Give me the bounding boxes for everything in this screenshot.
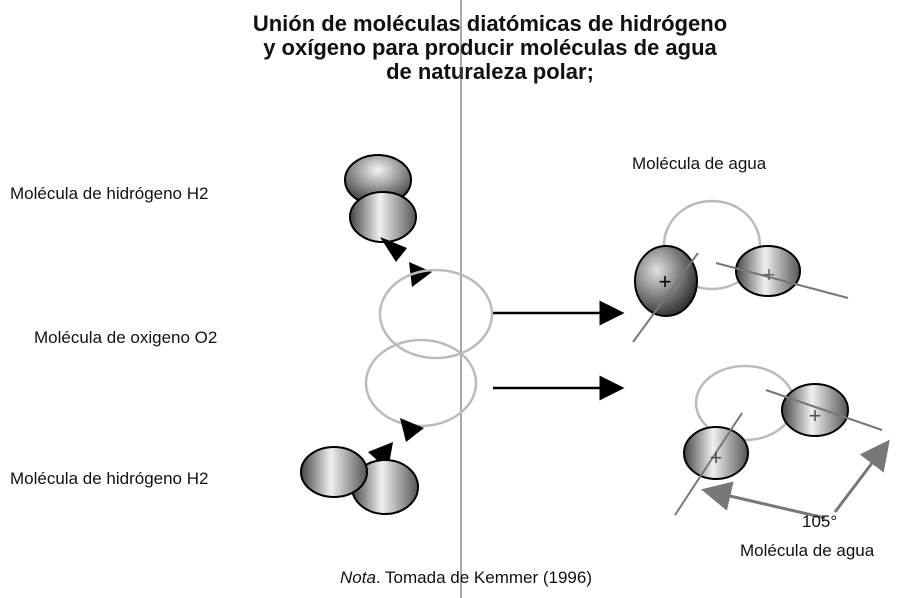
dipole-axis-line	[765, 389, 883, 431]
title-line-1: Unión de moléculas diatómicas de hidróge…	[252, 11, 728, 36]
bond-triangle	[380, 237, 407, 262]
positive-charge-icon: +	[763, 262, 776, 287]
label-h2-top: Molécula de hidrógeno H2	[10, 184, 209, 203]
bond-triangle	[409, 262, 432, 287]
hydrogen-atom	[735, 245, 801, 297]
angle-arrow-left	[701, 481, 826, 520]
dipole-axis-line	[715, 262, 849, 299]
positive-charge-icon: +	[710, 445, 723, 470]
dipole-axis-line	[674, 412, 743, 516]
label-water-bottom: Molécula de agua	[740, 541, 875, 560]
positive-charge-icon: +	[809, 403, 822, 428]
oxygen-atom	[378, 268, 494, 360]
positive-charge-icon: +	[659, 269, 672, 294]
label-h2-bottom: Molécula de hidrógeno H2	[10, 469, 209, 488]
figure-note: Nota. Tomada de Kemmer (1996)	[340, 568, 592, 588]
note-text: . Tomada de Kemmer (1996)	[375, 568, 592, 587]
hydrogen-atom	[781, 383, 849, 437]
h2-molecule-top	[344, 154, 417, 243]
bond-triangle	[400, 418, 424, 442]
title-line-2: y oxígeno para producir moléculas de agu…	[263, 35, 717, 60]
hydrogen-atom	[634, 245, 698, 317]
oxygen-atom	[662, 199, 762, 291]
angle-label: 105°	[802, 512, 838, 531]
o2-molecule	[364, 268, 494, 428]
note-italic: Nota	[340, 568, 376, 587]
figure-title: Unión de moléculas diatómicas de hidróge…	[170, 12, 810, 84]
hydrogen-atom	[349, 191, 417, 243]
water-molecule-top: + +	[632, 199, 849, 343]
angle-arrow-right	[833, 439, 890, 513]
label-water-top: Molécula de agua	[632, 154, 767, 173]
label-o2: Molécula de oxigeno O2	[34, 328, 218, 347]
dipole-axis-line	[632, 252, 699, 343]
hydrogen-atom	[300, 446, 368, 498]
title-line-3: de naturaleza polar;	[386, 59, 594, 84]
water-molecule-bottom: + +	[674, 364, 883, 516]
h2-molecule-bottom	[300, 446, 419, 515]
oxygen-atom	[364, 338, 478, 428]
